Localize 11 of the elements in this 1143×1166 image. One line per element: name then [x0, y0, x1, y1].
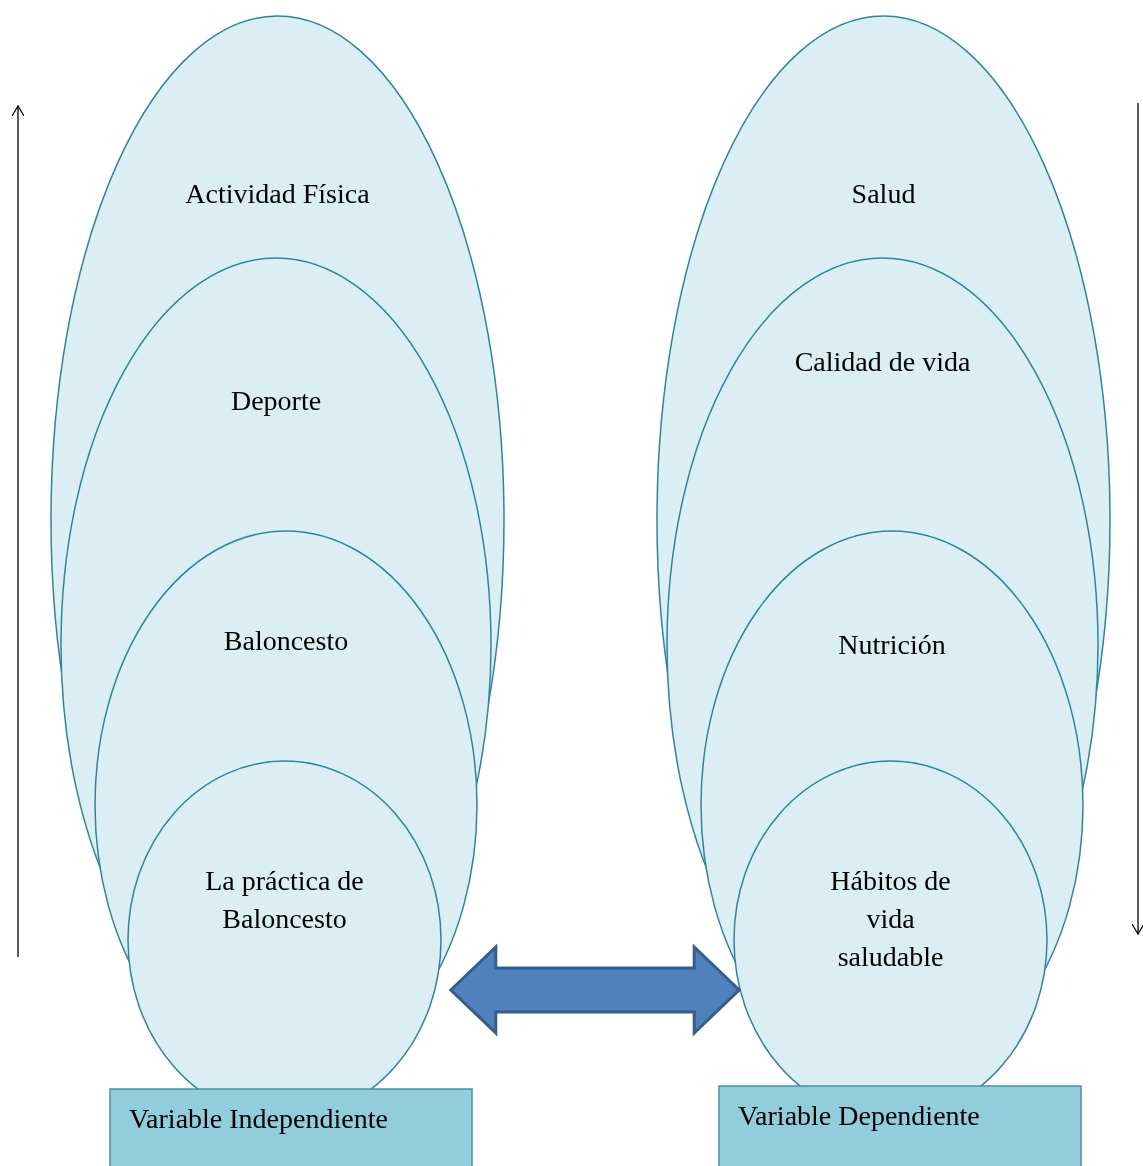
ellipse-label: Deporte: [229, 384, 323, 418]
ellipse-label: La práctica de Baloncesto: [204, 864, 365, 936]
ellipse-label: Actividad Física: [184, 177, 371, 211]
ellipse-label: Calidad de vida: [793, 345, 972, 379]
ellipse-label: Nutrición: [837, 628, 947, 662]
ellipse-label: Baloncesto: [222, 624, 350, 658]
double-block-arrow: [448, 943, 742, 1037]
ellipse-label: Hábitos de vida saludable: [829, 864, 952, 974]
ellipse-label: Salud: [850, 177, 917, 211]
variable-label: Variable Dependiente: [738, 1099, 981, 1133]
variable-label: Variable Independiente: [129, 1102, 389, 1136]
